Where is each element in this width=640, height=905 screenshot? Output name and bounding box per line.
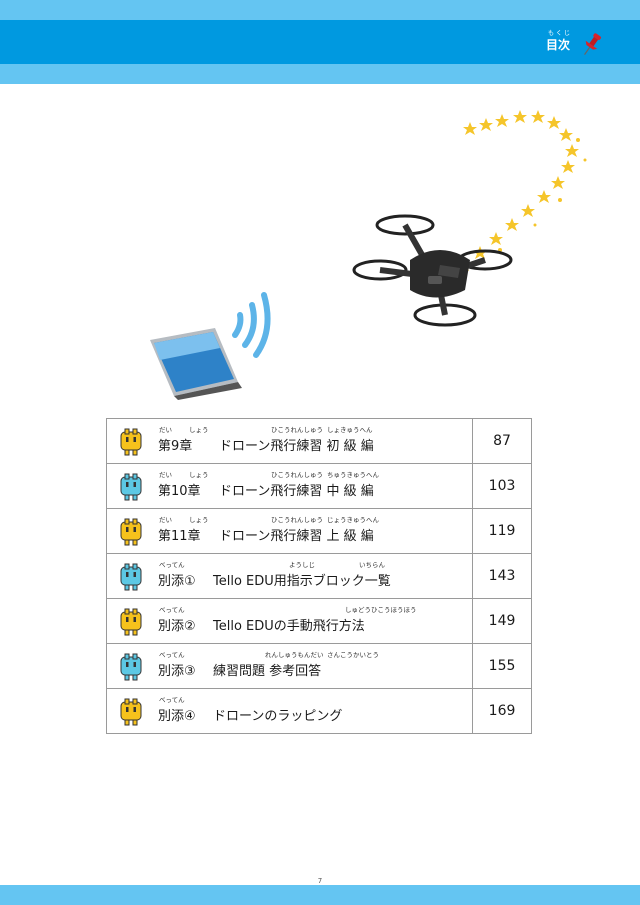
page-number: 149 bbox=[488, 613, 516, 629]
table-row[interactable]: だい しょう ひこうれんしゅう しょきゅうへん 第9章 ドローン飛行練習 初 級… bbox=[105, 418, 532, 464]
ruby-line: べってん bbox=[159, 694, 469, 704]
character-icon bbox=[120, 563, 142, 591]
ruby-line: べってん れんしゅうもんだい さんこうかいとう bbox=[159, 649, 469, 659]
label-ruby: だい bbox=[159, 471, 172, 479]
label-ruby: しょう bbox=[189, 516, 209, 524]
chapter-title: ドローン飛行練習 中 級 編 bbox=[219, 484, 374, 499]
chapter-title: ドローン飛行練習 上 級 編 bbox=[219, 529, 374, 544]
label-ruby: べってん bbox=[159, 561, 185, 569]
header-stripe-bottom bbox=[0, 64, 640, 84]
chapter-label: 別添③ bbox=[158, 664, 196, 679]
chapter-label: 第9章 bbox=[158, 439, 193, 454]
label-ruby: だい bbox=[159, 426, 172, 434]
character-icon bbox=[120, 653, 142, 681]
chapter-title: 練習問題 参考回答 bbox=[213, 664, 322, 679]
label-ruby: べってん bbox=[159, 651, 185, 659]
toc-ruby: もくじ bbox=[548, 30, 573, 37]
title-ruby: ちゅうきゅうへん bbox=[327, 471, 379, 479]
ruby-line: べってん ようしじ いちらん bbox=[159, 559, 469, 569]
tablet-icon bbox=[150, 328, 242, 400]
character-icon bbox=[120, 428, 142, 456]
page-number: 119 bbox=[488, 523, 516, 539]
chapter-label: 第11章 bbox=[158, 529, 201, 544]
character-icon bbox=[120, 473, 142, 501]
title-ruby: しょきゅうへん bbox=[327, 426, 373, 434]
toc-page-cell: 119 bbox=[472, 508, 532, 554]
title-ruby: ひこうれんしゅう bbox=[271, 426, 323, 434]
toc-page-cell: 169 bbox=[472, 688, 532, 734]
toc-page-cell: 155 bbox=[472, 643, 532, 689]
chapter-title: Tello EDUの手動飛行方法 bbox=[213, 619, 365, 634]
toc-page-cell: 143 bbox=[472, 553, 532, 599]
toc-page-cell: 87 bbox=[472, 418, 532, 464]
label-ruby: しょう bbox=[189, 471, 209, 479]
table-row[interactable]: べってん しゅどうひこうほうほう 別添② Tello EDUの手動飛行方法 14… bbox=[105, 598, 532, 644]
header-stripe-top bbox=[0, 0, 640, 20]
title-ruby: ようしじ bbox=[289, 561, 315, 569]
label-ruby: べってん bbox=[159, 696, 185, 704]
label-ruby: べってん bbox=[159, 606, 185, 614]
toc-title-cell: だい しょう ひこうれんしゅう しょきゅうへん 第9章 ドローン飛行練習 初 級… bbox=[105, 418, 474, 464]
drone-and-tablet-illustration bbox=[150, 110, 587, 400]
toc-title-cell: べってん れんしゅうもんだい さんこうかいとう 別添③ 練習問題 参考回答 bbox=[105, 643, 474, 689]
toc-link[interactable]: もくじ 目次 bbox=[544, 28, 606, 60]
page-number: 87 bbox=[493, 433, 511, 449]
chapter-label: 第10章 bbox=[158, 484, 201, 499]
title-ruby: しゅどうひこうほうほう bbox=[345, 606, 417, 614]
table-row[interactable]: だい しょう ひこうれんしゅう ちゅうきゅうへん 第10章 ドローン飛行練習 中… bbox=[105, 463, 532, 509]
chapter-title: ドローンのラッピング bbox=[213, 709, 343, 724]
toc-title-cell: べってん 別添④ ドローンのラッピング bbox=[105, 688, 474, 734]
chapter-label: 別添④ bbox=[158, 709, 196, 724]
toc-table: だい しょう ひこうれんしゅう しょきゅうへん 第9章 ドローン飛行練習 初 級… bbox=[105, 418, 532, 734]
ruby-line: だい しょう ひこうれんしゅう じょうきゅうへん bbox=[159, 514, 469, 524]
toc-title-cell: だい しょう ひこうれんしゅう ちゅうきゅうへん 第10章 ドローン飛行練習 中… bbox=[105, 463, 474, 509]
table-row[interactable]: べってん 別添④ ドローンのラッピング 169 bbox=[105, 688, 532, 734]
label-ruby: しょう bbox=[189, 426, 209, 434]
wifi-signal-icon bbox=[232, 292, 271, 358]
character-icon bbox=[120, 518, 142, 546]
pushpin-icon bbox=[584, 33, 601, 55]
title-ruby: いちらん bbox=[359, 561, 385, 569]
ruby-line: だい しょう ひこうれんしゅう しょきゅうへん bbox=[159, 424, 469, 434]
chapter-title: ドローン飛行練習 初 級 編 bbox=[219, 439, 374, 454]
title-ruby: れんしゅうもんだい bbox=[265, 651, 324, 659]
toc-title-cell: べってん ようしじ いちらん 別添① Tello EDU用指示ブロック一覧 bbox=[105, 553, 474, 599]
title-ruby: じょうきゅうへん bbox=[327, 516, 379, 524]
character-icon bbox=[120, 698, 142, 726]
toc-title-cell: だい しょう ひこうれんしゅう じょうきゅうへん 第11章 ドローン飛行練習 上… bbox=[105, 508, 474, 554]
header-bar bbox=[0, 20, 640, 64]
label-ruby: だい bbox=[159, 516, 172, 524]
title-ruby: さんこうかいとう bbox=[327, 651, 379, 659]
table-row[interactable]: べってん ようしじ いちらん 別添① Tello EDU用指示ブロック一覧 14… bbox=[105, 553, 532, 599]
character-icon bbox=[120, 608, 142, 636]
toc-label: 目次 bbox=[546, 38, 571, 52]
chapter-title: Tello EDU用指示ブロック一覧 bbox=[213, 574, 391, 589]
page-number: 143 bbox=[488, 568, 516, 584]
ruby-line: べってん しゅどうひこうほうほう bbox=[159, 604, 469, 614]
footer-stripe bbox=[0, 885, 640, 905]
chapter-label: 別添① bbox=[158, 574, 196, 589]
page-number: 103 bbox=[488, 478, 516, 494]
ruby-line: だい しょう ひこうれんしゅう ちゅうきゅうへん bbox=[159, 469, 469, 479]
star-trail-icon bbox=[448, 110, 587, 277]
footer-page-number: 7 bbox=[317, 877, 323, 885]
title-ruby: ひこうれんしゅう bbox=[271, 471, 323, 479]
drone-icon bbox=[352, 214, 513, 327]
table-row[interactable]: だい しょう ひこうれんしゅう じょうきゅうへん 第11章 ドローン飛行練習 上… bbox=[105, 508, 532, 554]
table-row[interactable]: べってん れんしゅうもんだい さんこうかいとう 別添③ 練習問題 参考回答 15… bbox=[105, 643, 532, 689]
toc-title-cell: べってん しゅどうひこうほうほう 別添② Tello EDUの手動飛行方法 bbox=[105, 598, 474, 644]
title-ruby: ひこうれんしゅう bbox=[271, 516, 323, 524]
page-number: 169 bbox=[488, 703, 516, 719]
toc-page-cell: 103 bbox=[472, 463, 532, 509]
chapter-label: 別添② bbox=[158, 619, 196, 634]
toc-page-cell: 149 bbox=[472, 598, 532, 644]
page-number: 155 bbox=[488, 658, 516, 674]
